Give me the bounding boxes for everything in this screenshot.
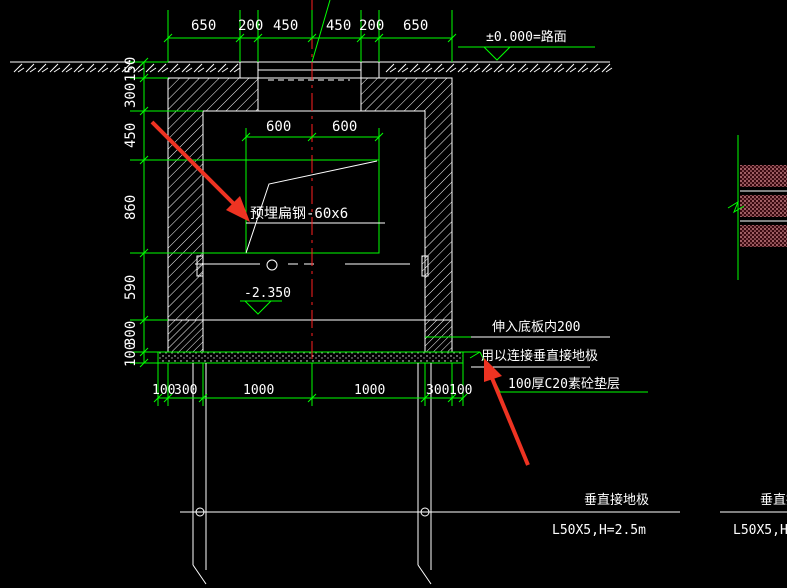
dim-left-450: 450 xyxy=(123,123,139,148)
steel-flat-line xyxy=(195,160,429,277)
ground-line xyxy=(10,61,613,73)
label-embed-depth: 伸入底板内200 xyxy=(492,319,580,335)
dim-left-100: 100 xyxy=(123,342,139,367)
label-vertical-ground: 垂直接地极 xyxy=(584,492,649,508)
dim-top-450-a: 450 xyxy=(273,18,298,34)
elevation-marker xyxy=(240,46,595,315)
label-connect: 用以连接垂直接地极 xyxy=(481,348,598,364)
dim-left-150: 150 xyxy=(123,57,139,82)
base-slab xyxy=(167,319,453,353)
dim-left-590: 590 xyxy=(123,275,139,300)
dim-bottom-300-a: 300 xyxy=(174,383,197,398)
dim-left-300: 300 xyxy=(123,83,139,108)
red-arrow-bottom xyxy=(484,358,530,466)
red-arrow-top xyxy=(150,120,250,222)
dimension-lines xyxy=(130,10,648,406)
dim-inner-600-a: 600 xyxy=(266,119,291,135)
manhole-cover xyxy=(239,61,380,111)
cushion-layer xyxy=(157,351,464,364)
dim-bottom-300-b: 300 xyxy=(426,383,449,398)
label-vertical-ground-right: 垂直接 xyxy=(760,492,787,508)
dimension-ticks xyxy=(139,33,468,403)
dim-top-200-a: 200 xyxy=(238,18,263,34)
center-axis xyxy=(311,0,331,400)
well-wall xyxy=(167,77,453,321)
dim-top-650-b: 650 xyxy=(403,18,428,34)
dim-bottom-1000-b: 1000 xyxy=(354,383,385,398)
dim-left-860: 860 xyxy=(123,195,139,220)
dim-top-200-b: 200 xyxy=(359,18,384,34)
dim-bottom-100-a: 100 xyxy=(152,383,175,398)
label-vertical-ground-spec-right: L50X5,H=2 xyxy=(733,523,787,538)
dim-top-450-b: 450 xyxy=(326,18,351,34)
dim-top-650-a: 650 xyxy=(191,18,216,34)
label-ground-level: ±0.000=路面 xyxy=(486,29,567,45)
dim-bottom-100-b: 100 xyxy=(449,383,472,398)
label-cushion: 100厚C20素砼垫层 xyxy=(508,376,620,392)
label-steel-flat: 预埋扁钢-60x6 xyxy=(250,206,348,222)
dim-bottom-1000-a: 1000 xyxy=(243,383,274,398)
brick-section xyxy=(727,135,787,280)
label-vertical-ground-spec: L50X5,H=2.5m xyxy=(552,523,646,538)
dim-left-300b: 300 xyxy=(123,321,139,346)
label-elevation: -2.350 xyxy=(244,286,291,301)
dim-inner-600-b: 600 xyxy=(332,119,357,135)
